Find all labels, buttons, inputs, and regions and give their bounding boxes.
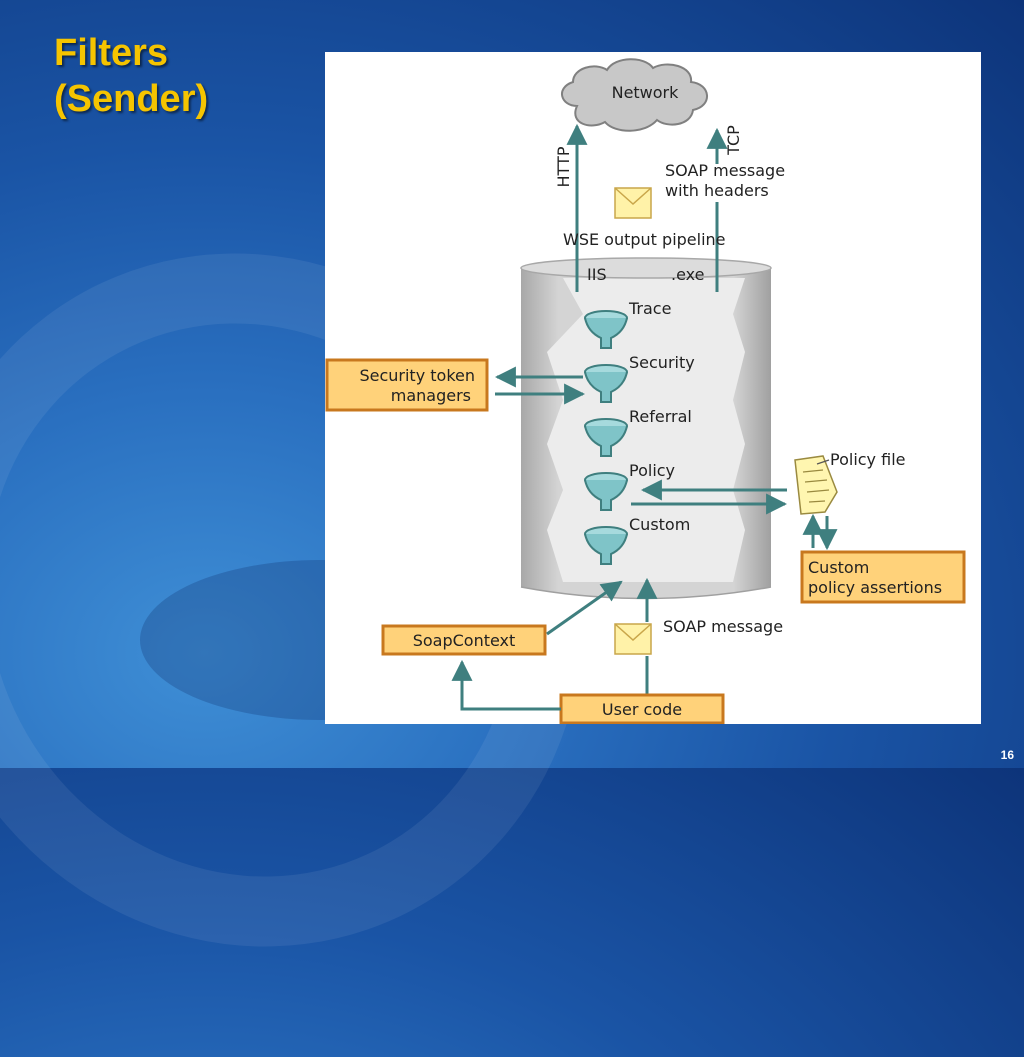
soapcontext-to-pipeline-arrow (546, 580, 623, 636)
page-number: 16 (1000, 748, 1014, 762)
policy-file-label: Policy file (830, 450, 905, 469)
slide-title-line1: Filters (54, 32, 169, 74)
soap-message-label: SOAP message (663, 617, 783, 636)
custom-assertions-line2: policy assertions (808, 578, 942, 597)
filter-referral-label: Referral (629, 407, 692, 426)
policy-file-icon (794, 455, 838, 515)
security-token-line1: Security token (359, 366, 475, 385)
filter-trace-label: Trace (628, 299, 671, 318)
user-code-label: User code (602, 700, 682, 719)
envelope-icon (614, 187, 652, 219)
soap-headers-line1: SOAP message (665, 161, 785, 180)
pipeline-label: WSE output pipeline (563, 230, 726, 249)
user-code-box: User code (559, 693, 725, 724)
network-cloud: Network (561, 58, 708, 132)
cylinder-top (520, 257, 772, 279)
filter-security-label: Security (629, 353, 695, 372)
soap-message-envelope-icon (614, 623, 652, 655)
security-token-line2: managers (391, 386, 471, 405)
http-label: HTTP (554, 146, 573, 187)
exe-label: .exe (671, 265, 704, 284)
user-code-to-soapcontext-arrow (451, 659, 561, 711)
custom-assertions-line1: Custom (808, 558, 869, 577)
slide-title-line2: (Sender) (54, 78, 209, 120)
security-token-managers-box: Security token managers (325, 358, 489, 412)
filter-custom-label: Custom (629, 515, 690, 534)
soap-headers-line2: with headers (665, 181, 769, 200)
cylinder-cutaway (547, 278, 745, 582)
custom-policy-assertions-box: Custom policy assertions (800, 550, 966, 604)
network-label: Network (612, 83, 680, 102)
diagram-panel: Network HTTP TCP SOAP message with heade… (325, 52, 981, 724)
slide-title: Filters (Sender) (54, 30, 208, 122)
tcp-label: TCP (724, 125, 743, 156)
cloud-shape (561, 58, 708, 132)
wse-filter-diagram: Network HTTP TCP SOAP message with heade… (325, 58, 966, 724)
soap-context-label: SoapContext (413, 631, 516, 650)
iis-label: IIS (587, 265, 607, 284)
soap-context-box: SoapContext (381, 624, 547, 656)
filter-policy-label: Policy (629, 461, 675, 480)
